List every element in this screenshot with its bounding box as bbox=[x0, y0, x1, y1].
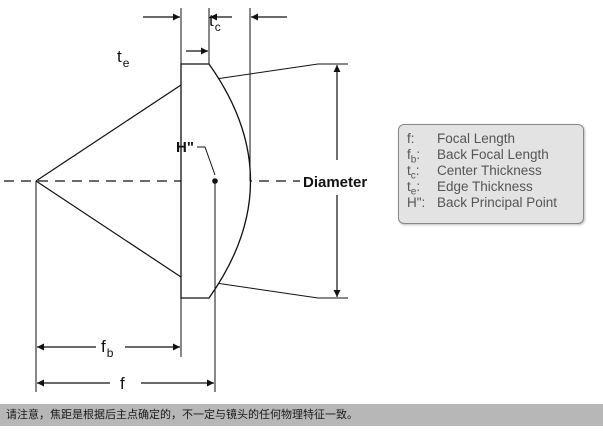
legend-description: Center Thickness bbox=[437, 163, 542, 178]
principal-point-leader bbox=[197, 146, 216, 176]
principal-point-dot bbox=[212, 178, 218, 184]
legend-description: Back Focal Length bbox=[437, 147, 549, 162]
legend-item: te: Edge Thickness bbox=[407, 179, 583, 198]
focal-length-label: f bbox=[120, 374, 125, 393]
legend-item: f: Focal Length bbox=[407, 131, 583, 147]
legend-symbol: tc: bbox=[407, 163, 420, 182]
legend-item: fb: Back Focal Length bbox=[407, 147, 583, 166]
back-focal-length-label: fb bbox=[101, 337, 114, 360]
te-label: te bbox=[117, 47, 130, 70]
principal-point-label: H" bbox=[176, 139, 194, 156]
legend-item: tc: Center Thickness bbox=[407, 163, 583, 182]
legend-description: Edge Thickness bbox=[437, 179, 533, 194]
lower-ray bbox=[35, 180, 182, 278]
tc-label: tc bbox=[209, 11, 221, 34]
legend-symbol: f: bbox=[407, 131, 415, 146]
legend-symbol: fb: bbox=[407, 147, 421, 166]
legend: f: Focal Length fb: Back Focal Length tc: Cen… bbox=[398, 124, 584, 224]
legend-symbol: te: bbox=[407, 179, 421, 198]
upper-ray-exit bbox=[208, 63, 319, 81]
footer-note: 请注意，焦距是根据后主点确定的，不一定与镜头的任何物理特征一致。 bbox=[0, 404, 603, 426]
diameter-label: Diameter bbox=[303, 174, 367, 191]
lower-ray-exit bbox=[208, 281, 319, 299]
legend-description: Focal Length bbox=[437, 131, 516, 146]
upper-ray bbox=[35, 84, 182, 182]
legend-item: H": Back Principal Point bbox=[407, 195, 583, 211]
legend-description: Back Principal Point bbox=[437, 195, 558, 210]
legend-symbol: H": bbox=[407, 195, 426, 210]
